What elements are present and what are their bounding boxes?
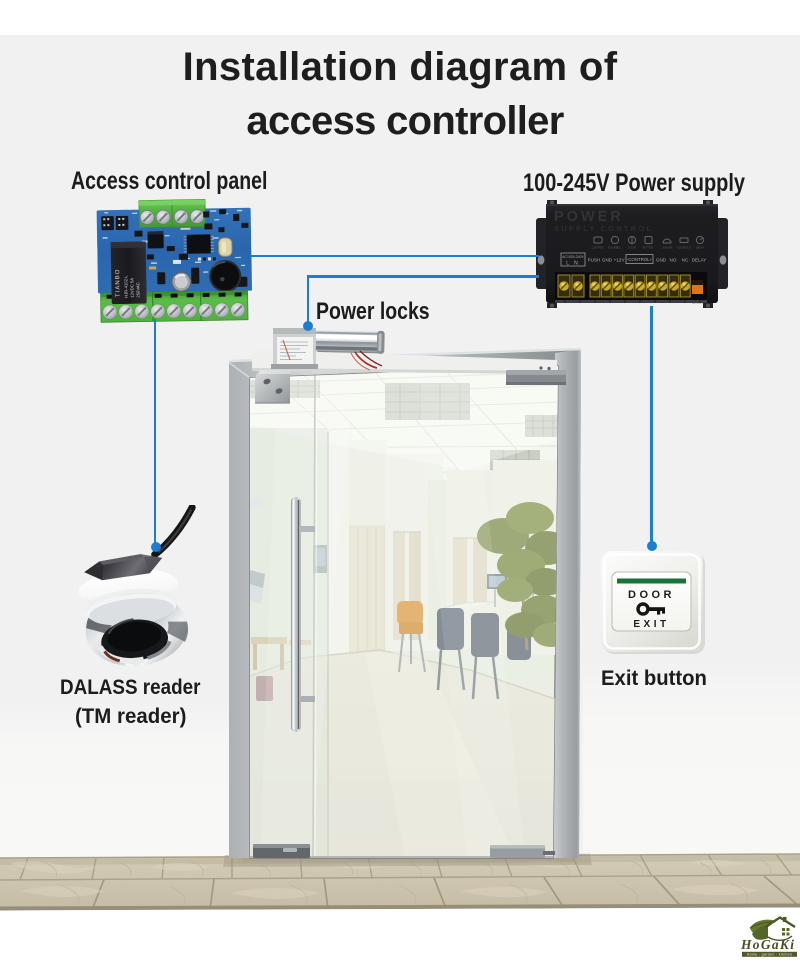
svg-text:SUPPLY CONTROL: SUPPLY CONTROL xyxy=(554,224,653,233)
svg-text:NC: NC xyxy=(682,258,689,263)
svg-text:GND: GND xyxy=(656,258,667,263)
svg-text:BUTTON: BUTTON xyxy=(643,246,654,250)
svg-text:12VDC 5A: 12VDC 5A xyxy=(129,278,134,298)
svg-text:EXIT: EXIT xyxy=(633,619,669,630)
svg-text:GND: GND xyxy=(602,258,613,263)
svg-text:250VAC: 250VAC xyxy=(135,282,140,297)
svg-text:HoGaKi: HoGaKi xyxy=(740,937,794,952)
svg-text:AC100V-240V: AC100V-240V xyxy=(562,255,584,259)
svg-text:TIANBO: TIANBO xyxy=(115,269,121,297)
svg-text:HJR-4102-L: HJR-4102-L xyxy=(123,275,128,298)
svg-text:+12V: +12V xyxy=(614,258,626,263)
svg-text:DELAY: DELAY xyxy=(696,246,705,250)
svg-text:DOOR: DOOR xyxy=(628,589,675,601)
svg-text:DELAY: DELAY xyxy=(692,258,707,263)
svg-text:DOOR/OUT: DOOR/OUT xyxy=(677,246,691,250)
svg-text:Home - garden - kitchen: Home - garden - kitchen xyxy=(747,953,792,957)
svg-text:LINKAGE: LINKAGE xyxy=(661,246,673,250)
svg-text:NO: NO xyxy=(670,258,677,263)
svg-text:POWER: POWER xyxy=(554,209,624,225)
svg-text:PUSH: PUSH xyxy=(588,258,601,263)
svg-text:-CONTROL+: -CONTROL+ xyxy=(627,257,653,262)
svg-text:L N: L N xyxy=(566,261,580,267)
svg-text:DOOR: DOOR xyxy=(628,246,636,250)
svg-text:CONTROL: CONTROL xyxy=(592,246,605,250)
svg-text:DOORBELL: DOORBELL xyxy=(608,246,623,250)
